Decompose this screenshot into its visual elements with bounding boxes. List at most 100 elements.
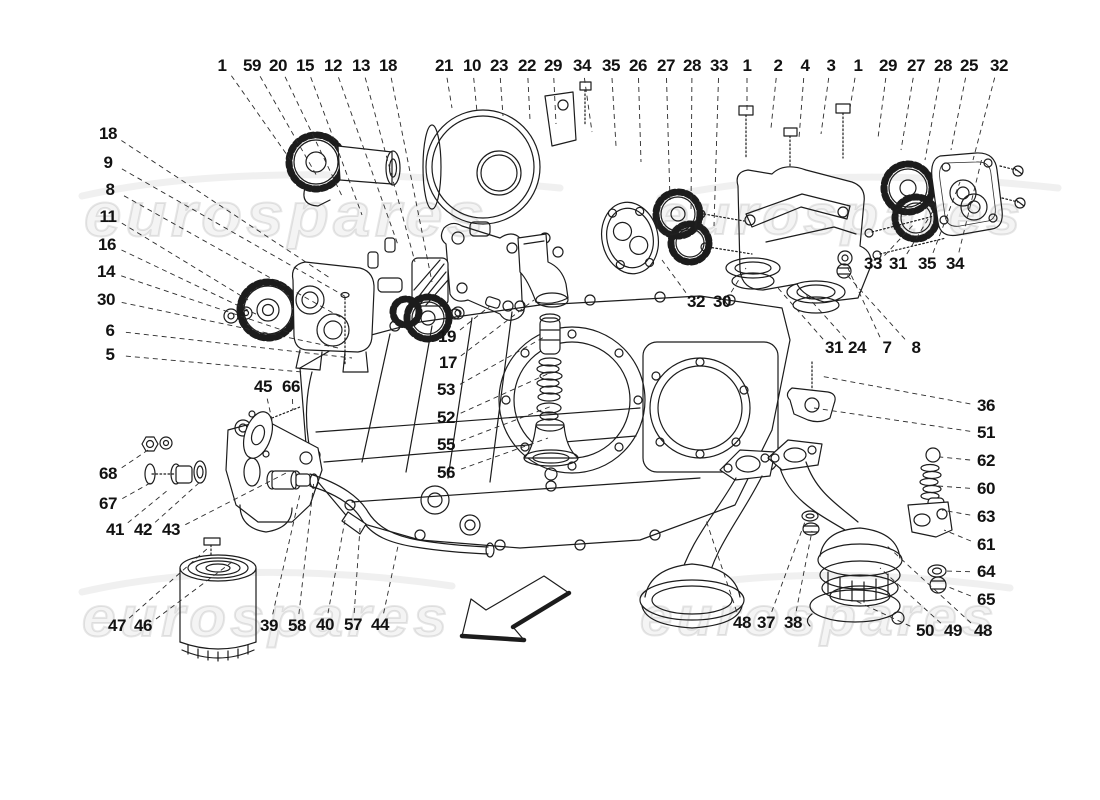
part-callout: 46 <box>134 616 152 635</box>
part-callout: 51 <box>977 423 995 442</box>
oil-filter-canister <box>179 554 257 662</box>
part-callout: 27 <box>657 56 675 75</box>
part-callout: 31 <box>889 254 907 273</box>
part-callout: 57 <box>344 615 362 634</box>
part-callout: 15 <box>296 56 314 75</box>
timing-cover <box>422 81 592 237</box>
part-callout: 27 <box>907 56 925 75</box>
part-callout: 18 <box>99 124 117 143</box>
part-callout: 49 <box>944 621 962 640</box>
part-callout: 16 <box>98 235 116 254</box>
part-callout: 13 <box>352 56 370 75</box>
part-callout: 34 <box>946 254 964 273</box>
part-callout: 30 <box>713 292 731 311</box>
part-callout: 8 <box>911 338 921 357</box>
part-callout: 25 <box>960 56 978 75</box>
part-callout: 39 <box>260 616 278 635</box>
crankcase-sump <box>299 291 791 551</box>
oil-pickup-tubes <box>639 439 905 629</box>
part-callout: 6 <box>105 321 115 340</box>
watermark-text: eurospares <box>654 182 1025 247</box>
middle-pump-cover-gears <box>601 188 713 275</box>
part-callout: 28 <box>934 56 952 75</box>
part-callout: 14 <box>97 262 115 281</box>
part-callout: 48 <box>974 621 992 640</box>
part-callout: 48 <box>733 613 751 632</box>
part-callout: 65 <box>977 590 995 609</box>
part-callout: 10 <box>463 56 481 75</box>
part-callout: 29 <box>544 56 562 75</box>
part-callout: 60 <box>977 479 995 498</box>
part-callout: 64 <box>977 562 995 581</box>
part-callout: 9 <box>103 153 113 172</box>
part-callout: 20 <box>269 56 287 75</box>
part-callout: 40 <box>316 615 334 634</box>
part-callout: 26 <box>629 56 647 75</box>
watermark-text: eurospares <box>81 584 452 649</box>
part-callout: 47 <box>108 616 126 635</box>
part-callout: 41 <box>106 520 124 539</box>
relief-valve-assembly <box>517 233 579 492</box>
part-callout: 59 <box>243 56 261 75</box>
part-callout: 35 <box>602 56 620 75</box>
part-callout: 30 <box>97 290 115 309</box>
part-callout: 19 <box>438 327 456 346</box>
part-callout: 42 <box>134 520 152 539</box>
part-callout: 8 <box>105 180 115 199</box>
flow-direction-arrow <box>459 575 572 643</box>
part-callout: 22 <box>518 56 536 75</box>
part-callout: 21 <box>435 56 453 75</box>
part-callout: 67 <box>99 494 117 513</box>
part-callout: 53 <box>437 380 455 399</box>
part-callout: 61 <box>977 535 995 554</box>
part-callout: 35 <box>918 254 936 273</box>
part-callout: 32 <box>990 56 1008 75</box>
part-callout: 1 <box>217 56 227 75</box>
part-callout: 50 <box>916 621 934 640</box>
part-callout: 4 <box>800 56 810 75</box>
part-callout: 66 <box>282 377 300 396</box>
part-callout: 5 <box>105 345 115 364</box>
part-callout: 43 <box>162 520 180 539</box>
part-callout: 37 <box>757 613 775 632</box>
part-callout: 34 <box>573 56 591 75</box>
part-callout: 63 <box>977 507 995 526</box>
part-callout: 45 <box>254 377 272 396</box>
part-callout: 7 <box>882 338 892 357</box>
part-callout: 68 <box>99 464 117 483</box>
part-callout: 58 <box>288 616 306 635</box>
part-callout: 28 <box>683 56 701 75</box>
part-callout: 55 <box>437 435 455 454</box>
right-pump-housing <box>696 103 872 314</box>
watermark-text: eurospares <box>83 180 489 251</box>
oil-filter-mount <box>141 406 495 561</box>
part-callout: 52 <box>437 408 455 427</box>
part-callout: 18 <box>379 56 397 75</box>
part-callout: 3 <box>826 56 836 75</box>
part-callout: 29 <box>879 56 897 75</box>
part-callout: 33 <box>864 254 882 273</box>
part-callout: 44 <box>371 615 389 634</box>
part-callout: 33 <box>710 56 728 75</box>
part-callout: 17 <box>439 353 457 372</box>
bypass-valve-parts <box>786 361 953 594</box>
part-callout: 56 <box>437 463 455 482</box>
part-callout: 24 <box>848 338 866 357</box>
left-oil-pump-cluster <box>223 237 501 373</box>
part-callout: 23 <box>490 56 508 75</box>
part-callout: 38 <box>784 613 802 632</box>
watermark-text: eurospares <box>639 586 998 648</box>
part-callout: 1 <box>742 56 752 75</box>
part-callout: 31 <box>825 338 843 357</box>
part-callout: 62 <box>977 451 995 470</box>
part-callout: 32 <box>687 292 705 311</box>
part-callout: 11 <box>99 207 117 226</box>
part-callout: 1 <box>853 56 863 75</box>
part-callout: 12 <box>324 56 342 75</box>
part-callout: 2 <box>773 56 783 75</box>
right-gears-end-cover <box>864 152 1026 260</box>
top-left-pump <box>285 131 401 207</box>
